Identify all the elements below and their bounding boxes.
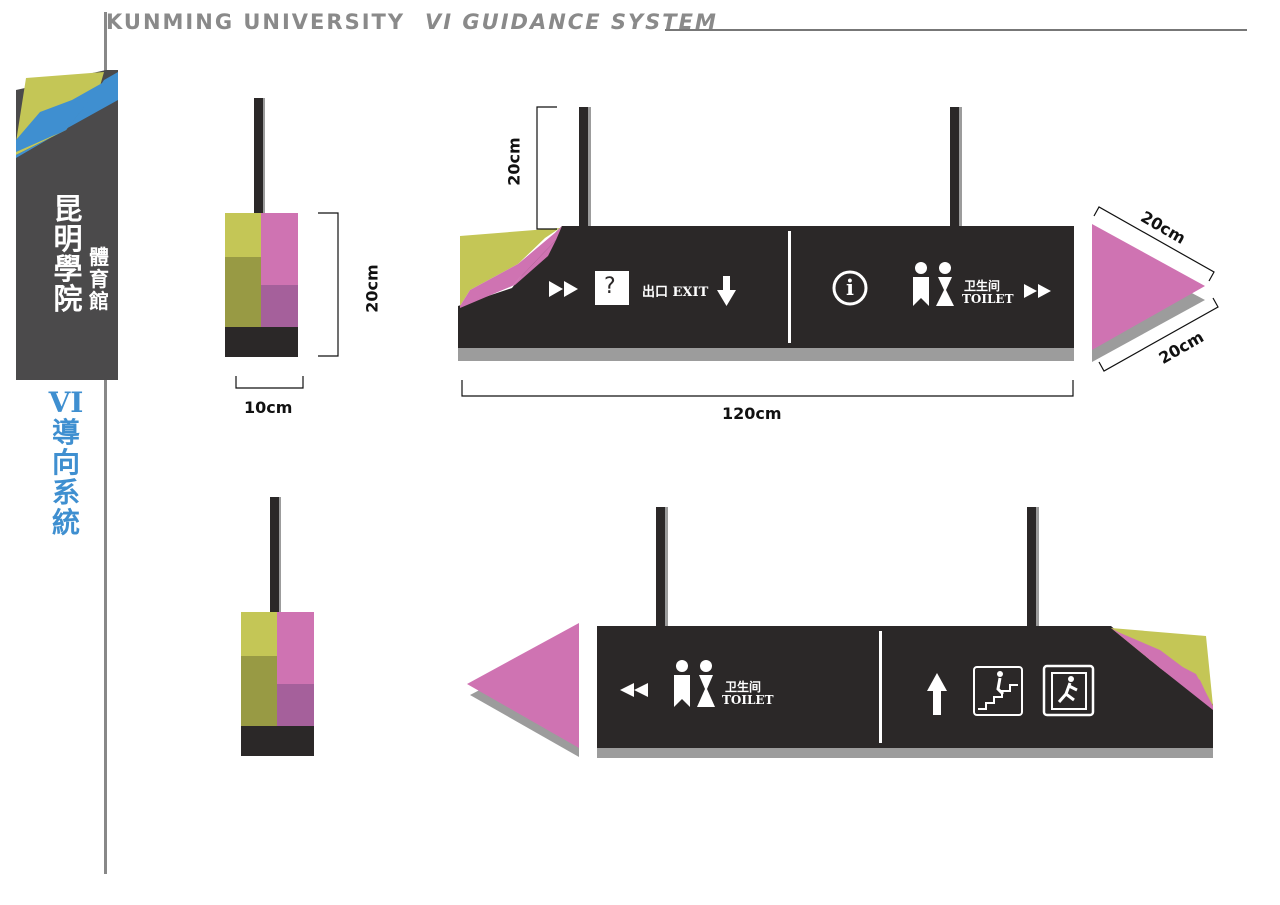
down-arrow-icon bbox=[717, 276, 736, 306]
vertical-caption: VI導向系統 bbox=[48, 386, 84, 539]
question-icon bbox=[595, 271, 629, 305]
question-mark: ? bbox=[604, 274, 616, 299]
header-title-left: KUNMING UNIVERSITY bbox=[106, 10, 406, 34]
info-letter: i bbox=[846, 275, 854, 300]
header-rule bbox=[665, 29, 1247, 31]
toilet-label-en-bottom: TOILET bbox=[722, 693, 774, 707]
double-arrow-left-icon bbox=[620, 683, 648, 697]
stairs-icon bbox=[973, 666, 1023, 716]
up-arrow-icon bbox=[927, 673, 947, 715]
dim-small-width: 10cm bbox=[244, 398, 293, 417]
large-sign-top bbox=[458, 106, 1074, 397]
small-sign-top bbox=[225, 98, 339, 389]
panel-name-main: 昆明學院 bbox=[53, 192, 83, 316]
toilet-label-en: TOILET bbox=[962, 292, 1014, 306]
vertical-rule bbox=[104, 12, 107, 874]
large-sign-bottom bbox=[597, 507, 1213, 758]
double-arrow-right-icon bbox=[1024, 284, 1051, 298]
arrow-piece-left bbox=[467, 623, 579, 757]
small-sign-bottom bbox=[241, 497, 314, 756]
info-icon bbox=[832, 270, 868, 306]
dim-large-width: 120cm bbox=[722, 404, 782, 423]
toilet-people-icon bbox=[674, 660, 715, 707]
dim-small-height: 20cm bbox=[362, 264, 382, 313]
arrow-piece-right bbox=[1092, 206, 1219, 372]
toilet-label-cn: 卫生间 bbox=[964, 279, 1001, 293]
panel-name-sub: 體育館 bbox=[89, 245, 109, 313]
emergency-exit-icon bbox=[1042, 664, 1095, 717]
exit-label: 出口 EXIT bbox=[642, 285, 709, 300]
toilet-people-icon bbox=[913, 262, 954, 306]
dim-large-pole: 20cm bbox=[504, 137, 524, 186]
double-arrow-right-icon bbox=[549, 281, 578, 297]
side-panel bbox=[16, 70, 118, 380]
toilet-label-cn-bottom: 卫生间 bbox=[725, 680, 762, 694]
